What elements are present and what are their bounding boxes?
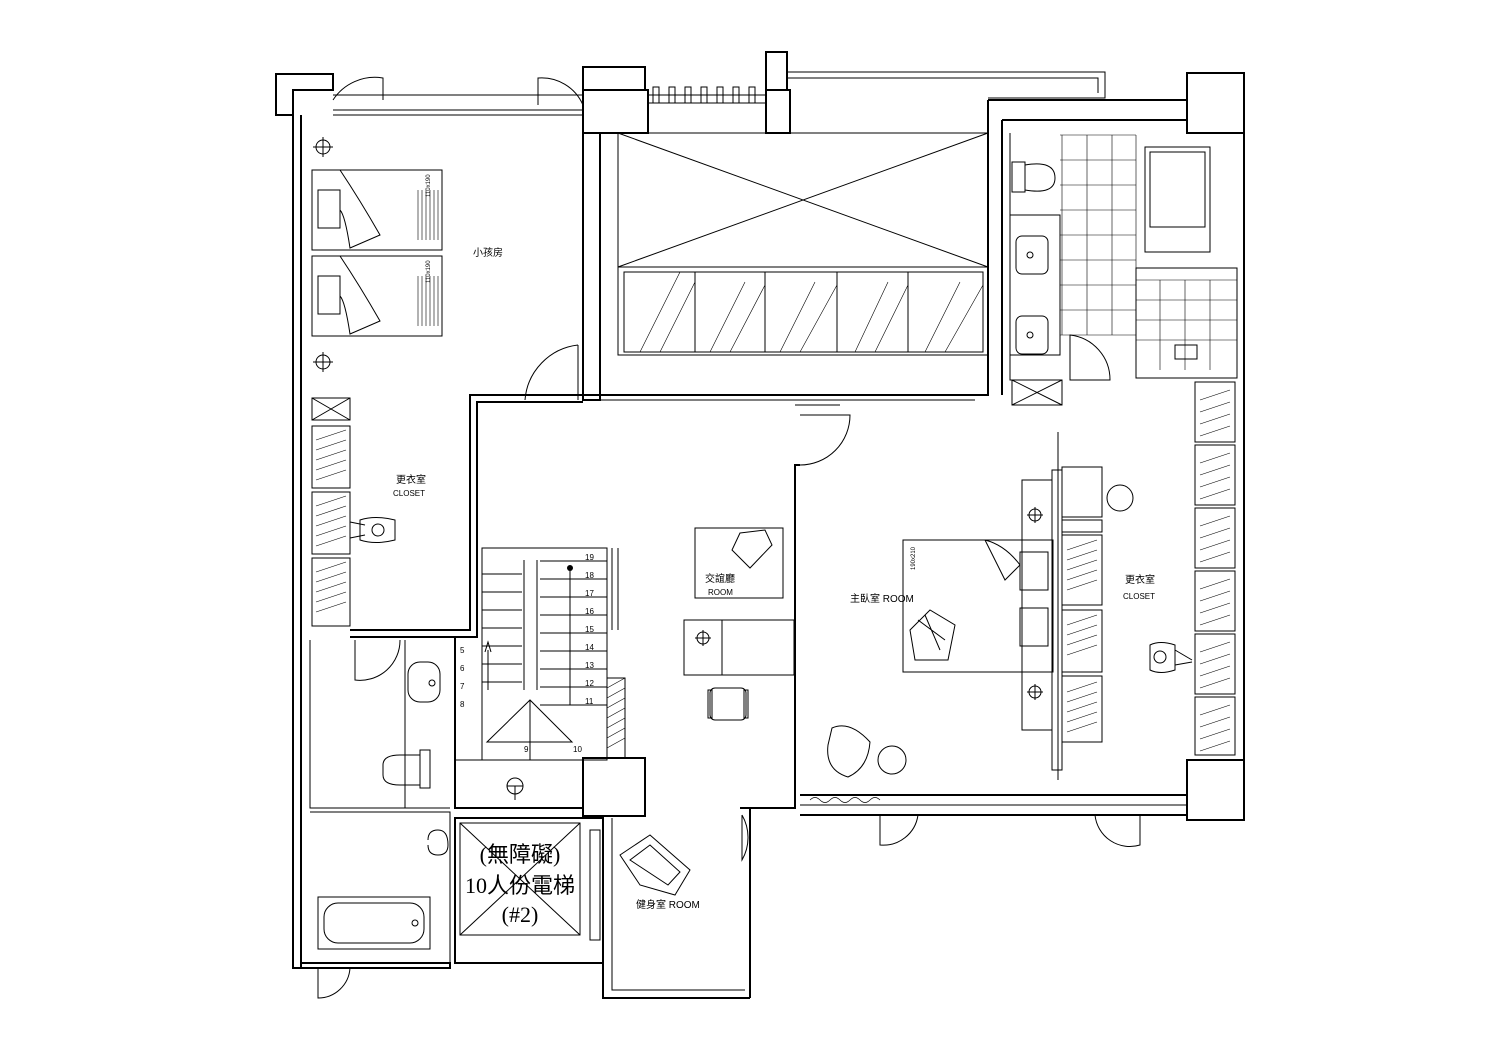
stair-number: 18: [585, 571, 594, 580]
stair-number: 19: [585, 553, 594, 562]
master-closet: [1009, 133, 1238, 756]
room-label-closet-right-en: CLOSET: [1123, 592, 1155, 601]
elevator-label-line2: 10人份電梯: [465, 873, 575, 898]
room-label-master: 主臥室 ROOM: [850, 592, 914, 605]
stair-number: 8: [460, 700, 465, 709]
stair-number: 5: [460, 646, 465, 655]
room-label-closet-right: 更衣室: [1125, 573, 1155, 586]
bed-size-label: 190x210: [911, 546, 917, 570]
room-label-lounge-en: ROOM: [708, 588, 733, 597]
room-label-kids: 小孩房: [473, 246, 503, 259]
left-wing: [309, 76, 584, 999]
gym-area: [602, 404, 851, 999]
room-label-lounge: 交誼廳: [705, 572, 735, 585]
stair-number: 13: [585, 661, 594, 670]
stair-number: 11: [585, 697, 594, 706]
stair-number: 16: [585, 607, 594, 616]
master-bedroom: [800, 432, 1187, 848]
top-railing: [648, 86, 766, 104]
room-label-closet-left-en: CLOSET: [393, 489, 425, 498]
stair-number: 9: [524, 745, 529, 754]
bed-size-label: 110x190: [426, 260, 432, 283]
room-label-gym: 健身室 ROOM: [636, 898, 700, 911]
room-labels: 小孩房 更衣室 CLOSET 交誼廳 ROOM 主臥室 ROOM 更衣室 CLO…: [393, 174, 1155, 911]
stair-number: 12: [585, 679, 594, 688]
exterior-walls: [275, 51, 1245, 969]
lounge-area: [683, 527, 795, 721]
stair-number: 6: [460, 664, 465, 673]
elevator-label-line3: (#2): [502, 902, 539, 927]
stair-number: 14: [585, 643, 594, 652]
void-area: [582, 132, 989, 401]
main-stair: 19 18 17 16 15 14 13 12 11 5 6 7 8 9 10: [454, 547, 646, 817]
elevator: (無障礙) 10人份電梯 (#2): [454, 817, 604, 964]
room-label-closet-left: 更衣室: [396, 473, 426, 486]
stair-number: 17: [585, 589, 594, 598]
elevator-label-line1: (無障礙): [480, 842, 561, 867]
stair-number: 7: [460, 682, 465, 691]
stair-number: 10: [573, 745, 582, 754]
stair-number: 15: [585, 625, 594, 634]
bed-size-label: 110x190: [426, 174, 432, 197]
